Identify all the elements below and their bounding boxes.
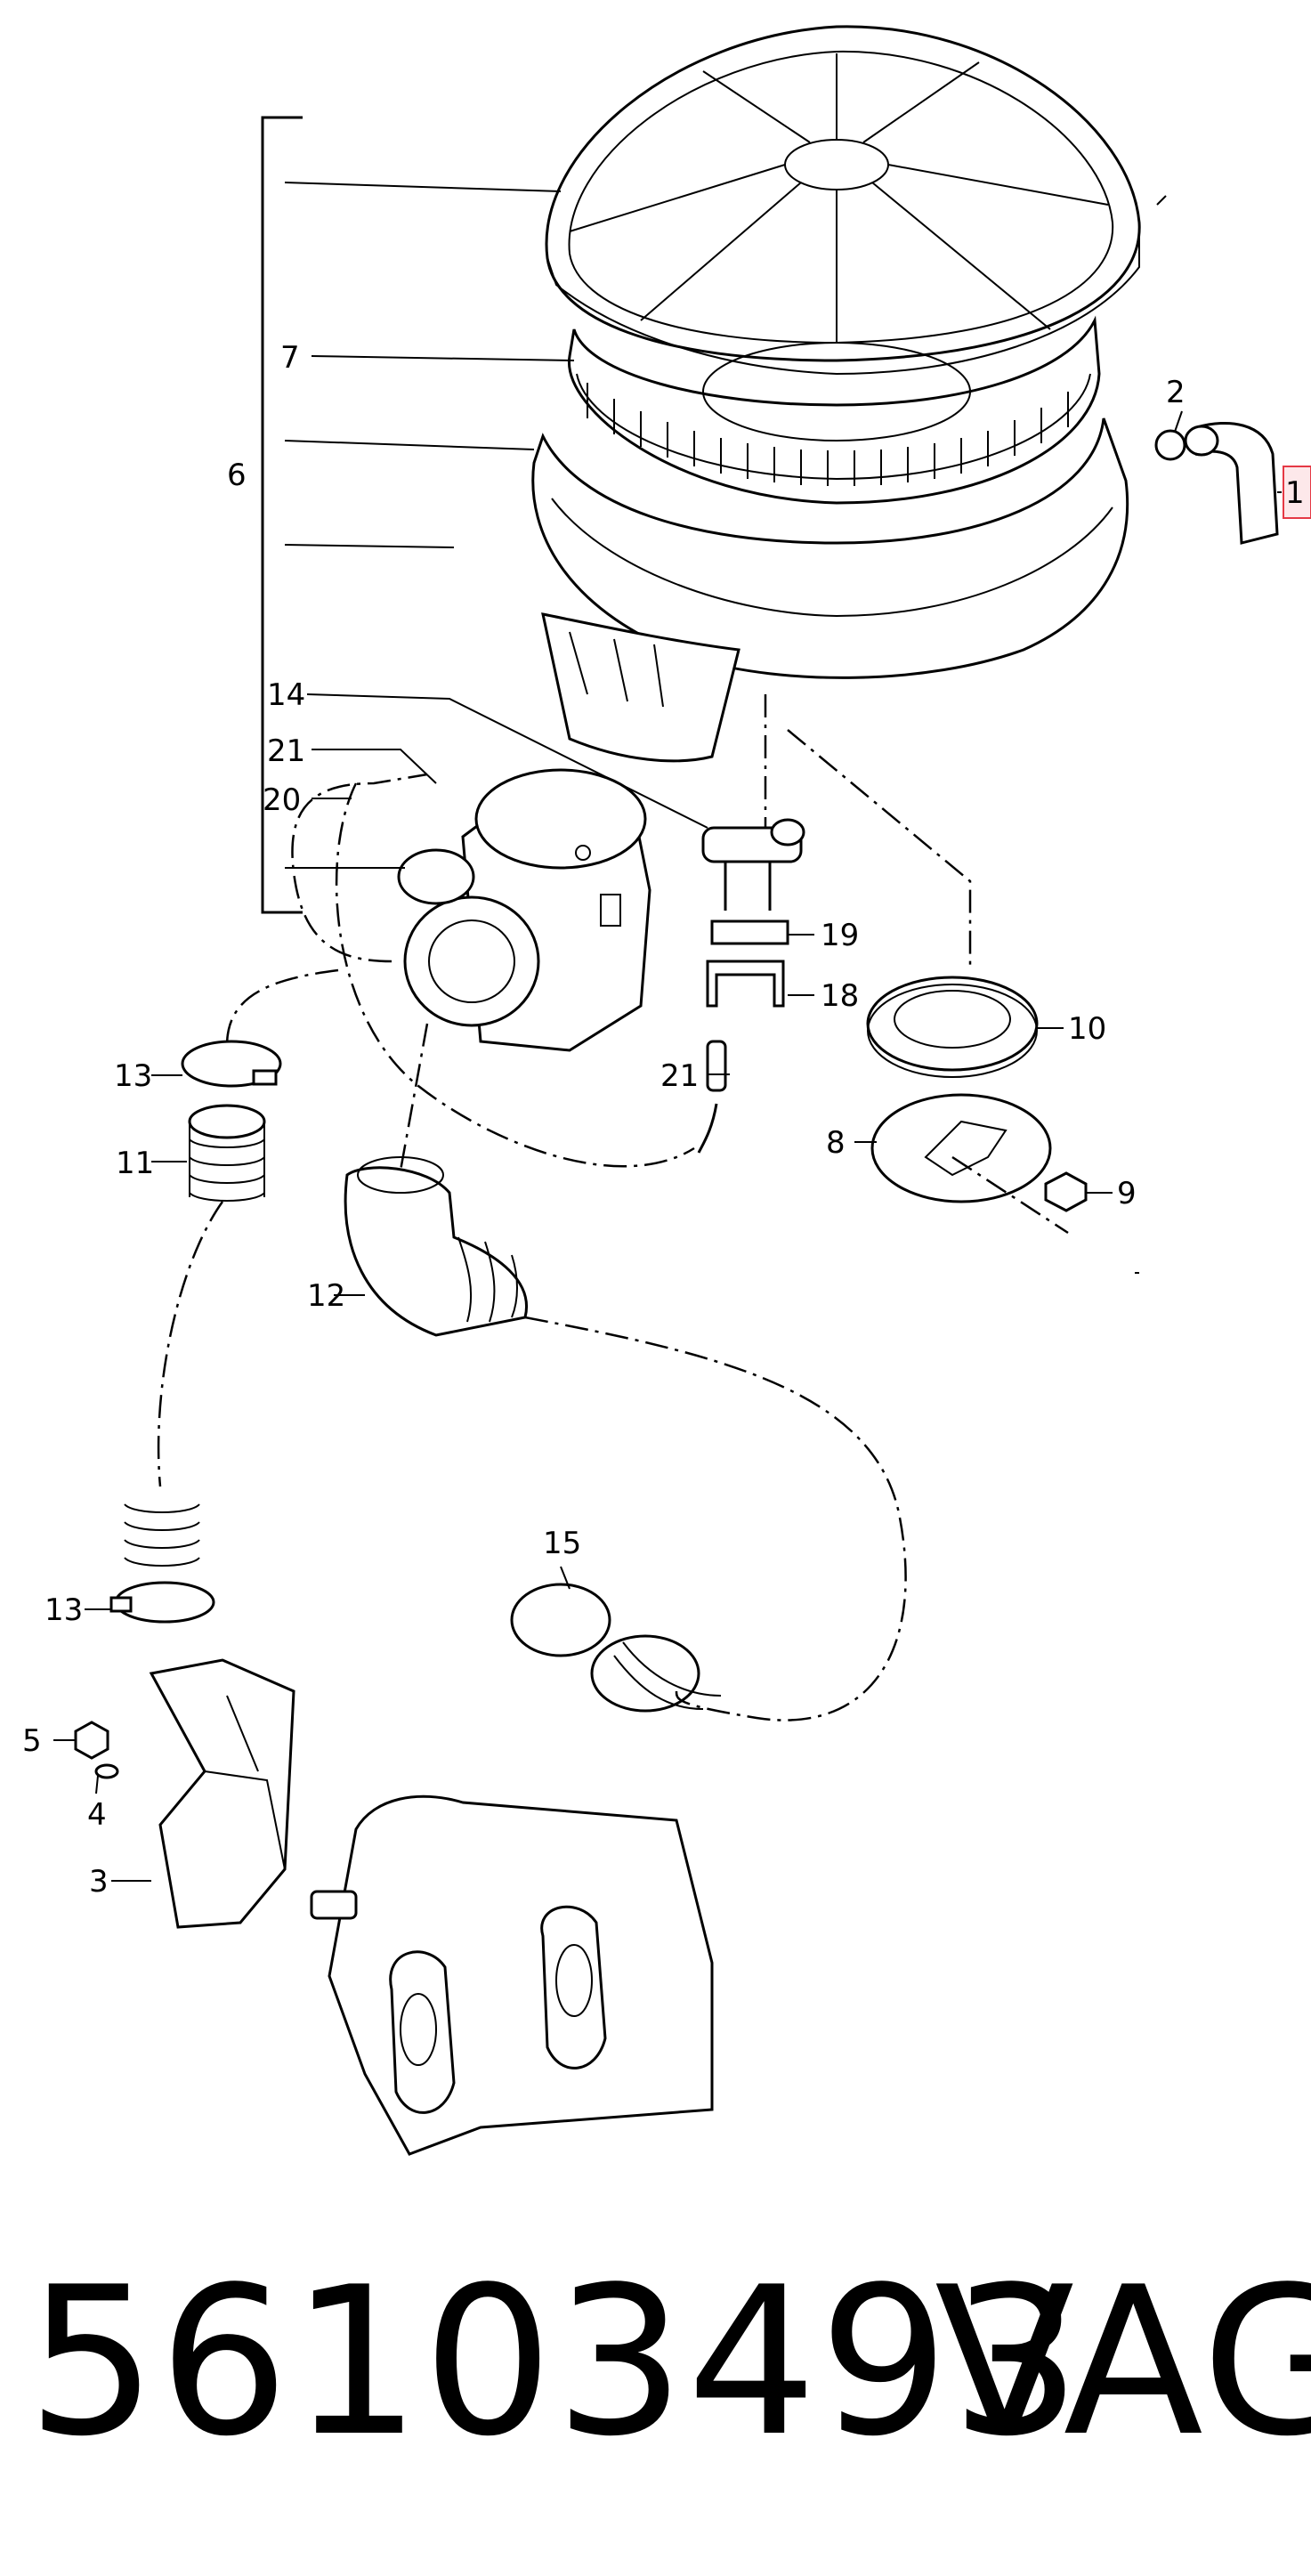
callout-11: 11 [116,1146,154,1181]
callout-2: 2 [1166,375,1186,410]
callout-labels: 2 1 7 6 14 21 20 19 18 10 21 8 9 13 11 1… [22,340,1305,1900]
callout-18: 18 [821,978,859,1014]
callout-15: 15 [543,1526,581,1561]
hose-21-end [697,1103,718,1154]
air-filter-housing [531,417,1129,763]
nut-5 [74,1721,109,1760]
callout-6: 6 [227,458,247,493]
hose-21 [706,1040,727,1092]
callout-3: 3 [89,1864,109,1900]
callout-14: 14 [267,677,305,713]
callout-10: 10 [1068,1011,1106,1047]
callout-21b: 21 [660,1058,699,1094]
callout-5: 5 [22,1723,42,1759]
callout-20: 20 [263,782,301,818]
group-bracket-6 [261,116,303,914]
nut-9 [1044,1171,1088,1212]
callout-7: 7 [280,340,300,376]
brand-name: VAG [935,2244,1311,2482]
gasket-19 [710,919,789,945]
hose-clip-2 [1154,429,1186,461]
callout-4: 4 [87,1797,107,1833]
callout-1: 1 [1285,475,1305,511]
seal-ring-10 [866,976,1039,1078]
part-number: 56103493 [27,2244,1083,2482]
hose-11 [188,1104,266,1202]
filter-element [568,315,1101,505]
intake-valve-body [397,768,651,1052]
exploded-parts-diagram: 2 1 7 6 14 21 20 19 18 10 21 8 9 13 11 1… [22,25,1311,2156]
connector-15 [510,1583,722,1713]
exhaust-manifold [310,1794,714,2156]
air-duct-12 [344,1156,528,1337]
heat-shroud-3 [149,1658,295,1929]
air-filter-lid [545,25,1141,376]
callout-19: 19 [821,918,859,953]
callout-21a: 21 [267,733,305,769]
callout-13a: 13 [114,1058,152,1094]
callout-12: 12 [307,1278,345,1314]
assembly-lines [157,694,1069,1721]
washer-4 [94,1763,119,1779]
leader-lines [53,182,1282,1882]
callout-9: 9 [1117,1176,1137,1211]
highlight-marker [1283,466,1311,519]
plate-8 [870,1093,1052,1203]
callout-13b: 13 [45,1592,83,1628]
breather-hose-1 [1184,421,1279,545]
bracket-18 [706,960,785,1008]
vacuum-unit [701,818,805,911]
hose-lower [109,1503,215,1624]
callout-8: 8 [826,1125,846,1161]
hose-clamp-13-upper [181,1040,282,1088]
